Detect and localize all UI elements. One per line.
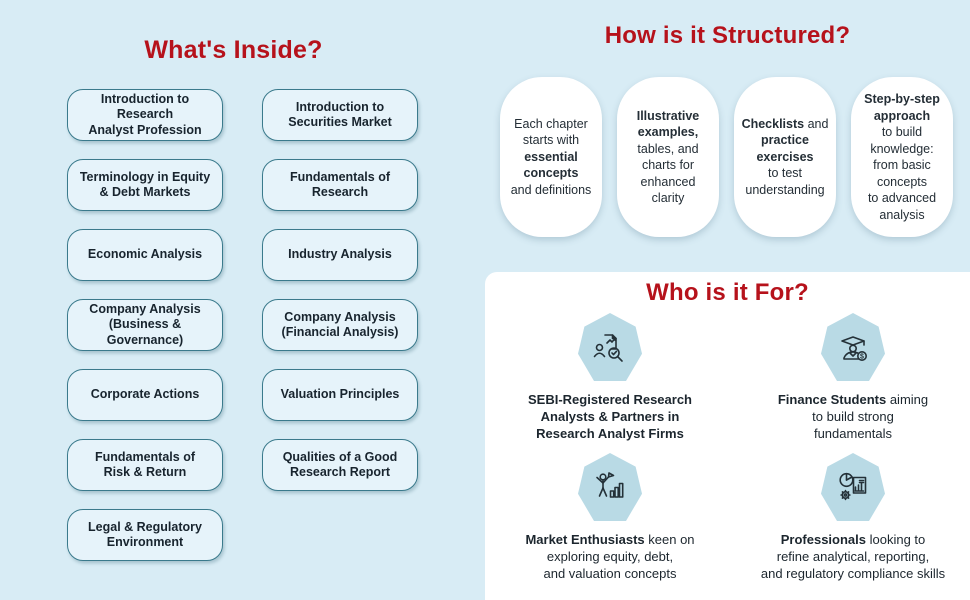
- chapter-pill-label: Economic Analysis: [87, 247, 203, 262]
- chapter-pill-label: Fundamentals of Research: [289, 169, 390, 199]
- chapter-pill: Corporate Actions: [67, 369, 223, 421]
- chapter-pill-label: Company Analysis (Business & Governance): [89, 302, 201, 347]
- chapter-pill: Terminology in Equity & Debt Markets: [67, 159, 223, 211]
- chapter-pill-label: Valuation Principles: [280, 387, 400, 402]
- how-structured-title: How is it Structured?: [604, 22, 851, 49]
- chapter-pill: Legal & Regulatory Environment: [67, 509, 223, 561]
- finance-student-icon: $: [821, 313, 885, 381]
- chapter-pill-label: Terminology in Equity & Debt Markets: [79, 169, 211, 199]
- chapter-pill: Qualities of a Good Research Report: [262, 439, 418, 491]
- chapter-pill: Introduction to Securities Market: [262, 89, 418, 141]
- chapter-pill: Economic Analysis: [67, 229, 223, 281]
- whats-inside-title: What's Inside?: [144, 36, 323, 64]
- audience-text: SEBI-Registered Research Analysts & Part…: [527, 392, 692, 441]
- structure-card-text: Step-by-step approach to build knowledge…: [864, 92, 940, 222]
- chapter-pill-label: Industry Analysis: [288, 247, 392, 262]
- structure-card: Checklists and practice exercises to tes…: [734, 77, 836, 237]
- chapter-pill-label: Legal & Regulatory Environment: [88, 519, 202, 549]
- chapter-pill: Fundamentals of Risk & Return: [67, 439, 223, 491]
- chapter-pill-label: Company Analysis (Financial Analysis): [281, 309, 399, 339]
- chapter-pill: Company Analysis (Financial Analysis): [262, 299, 418, 351]
- chapter-pill: Valuation Principles: [262, 369, 418, 421]
- research-analyst-icon: [578, 313, 642, 381]
- chapter-pill-label: Fundamentals of Risk & Return: [94, 449, 195, 479]
- chapter-pill: Company Analysis (Business & Governance): [67, 299, 223, 351]
- chapter-pill-label: Corporate Actions: [90, 387, 200, 402]
- structure-card: Step-by-step approach to build knowledge…: [851, 77, 953, 237]
- audience-text: Market Enthusiasts keen on exploring equ…: [525, 532, 695, 581]
- chapter-pill-label: Qualities of a Good Research Report: [282, 449, 398, 479]
- structure-card: Each chapter starts with essential conce…: [500, 77, 602, 237]
- structure-card-text: Checklists and practice exercises to tes…: [741, 116, 829, 197]
- chapter-pill: Introduction to Research Analyst Profess…: [67, 89, 223, 141]
- market-enthusiast-icon: [578, 453, 642, 521]
- chapter-pill-label: Introduction to Research Analyst Profess…: [88, 92, 202, 137]
- chapter-pill: Industry Analysis: [262, 229, 418, 281]
- chapter-pill-label: Introduction to Securities Market: [288, 99, 392, 129]
- audience-text: Professionals looking to refine analytic…: [760, 532, 946, 581]
- who-for-panel: SEBI-Registered Research Analysts & Part…: [485, 272, 970, 600]
- chapter-pill: Fundamentals of Research: [262, 159, 418, 211]
- audience-text: Finance Students aiming to build strong …: [777, 392, 929, 441]
- structure-card: Illustrative examples, tables, and chart…: [617, 77, 719, 237]
- structure-card-text: Each chapter starts with essential conce…: [510, 116, 592, 197]
- who-for-title: Who is it For?: [646, 279, 809, 306]
- professional-icon: [821, 453, 885, 521]
- structure-card-text: Illustrative examples, tables, and chart…: [636, 108, 700, 205]
- svg-text:$: $: [860, 353, 864, 360]
